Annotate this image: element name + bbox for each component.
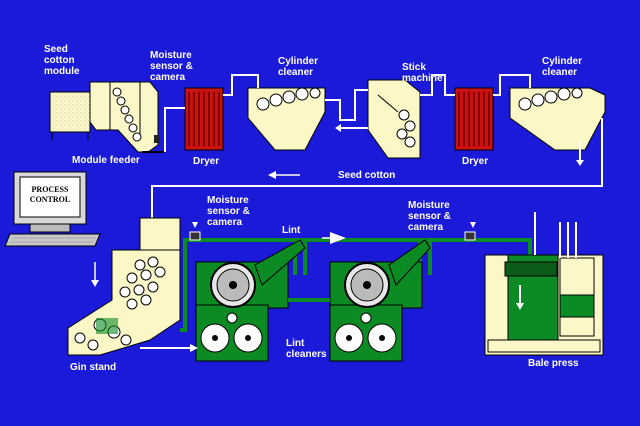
label-dryer-2: Dryer (462, 156, 489, 167)
stick-machine (367, 79, 421, 159)
label-cylinder-cleaner-2: Cylinder cleaner (542, 56, 583, 78)
seed-cotton-flow-lines (151, 74, 603, 218)
dryer-2 (454, 87, 494, 151)
label-module-feeder: Module feeder (72, 155, 140, 166)
gin-stand (67, 217, 181, 356)
lint-cleaner-1 (195, 239, 306, 362)
cylinder-cleaner-2 (509, 87, 606, 151)
label-moisture-sensor-1: Moisture sensor & camera (150, 50, 193, 83)
label-lint-cleaners: Lint cleaners (286, 338, 327, 360)
seed-cotton-arrow (268, 171, 276, 179)
cylinder-cleaner-1 (247, 87, 326, 151)
label-moisture-sensor-2: Moisture sensor & camera (207, 195, 250, 228)
label-process-control: PROCESS CONTROL (29, 185, 71, 204)
label-bale-press: Bale press (528, 358, 579, 369)
process-control-computer (4, 171, 101, 247)
label-moisture-sensor-3: Moisture sensor & camera (408, 200, 451, 233)
label-stick-machine: Stick machine (402, 62, 443, 84)
moisture-sensor-box-2 (189, 231, 201, 241)
cleaner-down-arrow (576, 160, 584, 166)
lint-cleaner-2 (329, 239, 431, 362)
bale-press (484, 212, 604, 356)
seed-cotton-module (49, 91, 91, 140)
label-lint: Lint (282, 225, 301, 236)
label-dryer-1: Dryer (193, 156, 220, 167)
label-seed-cotton-module: Seed cotton module (44, 44, 80, 77)
label-cylinder-cleaner-1: Cylinder cleaner (278, 56, 319, 78)
lint-arrow (330, 232, 346, 244)
label-gin-stand: Gin stand (70, 362, 117, 373)
moisture-sensor-box-3 (464, 231, 476, 241)
dryer-1 (184, 87, 224, 151)
module-feeder (89, 81, 164, 153)
label-seed-cotton: Seed cotton (338, 170, 396, 181)
